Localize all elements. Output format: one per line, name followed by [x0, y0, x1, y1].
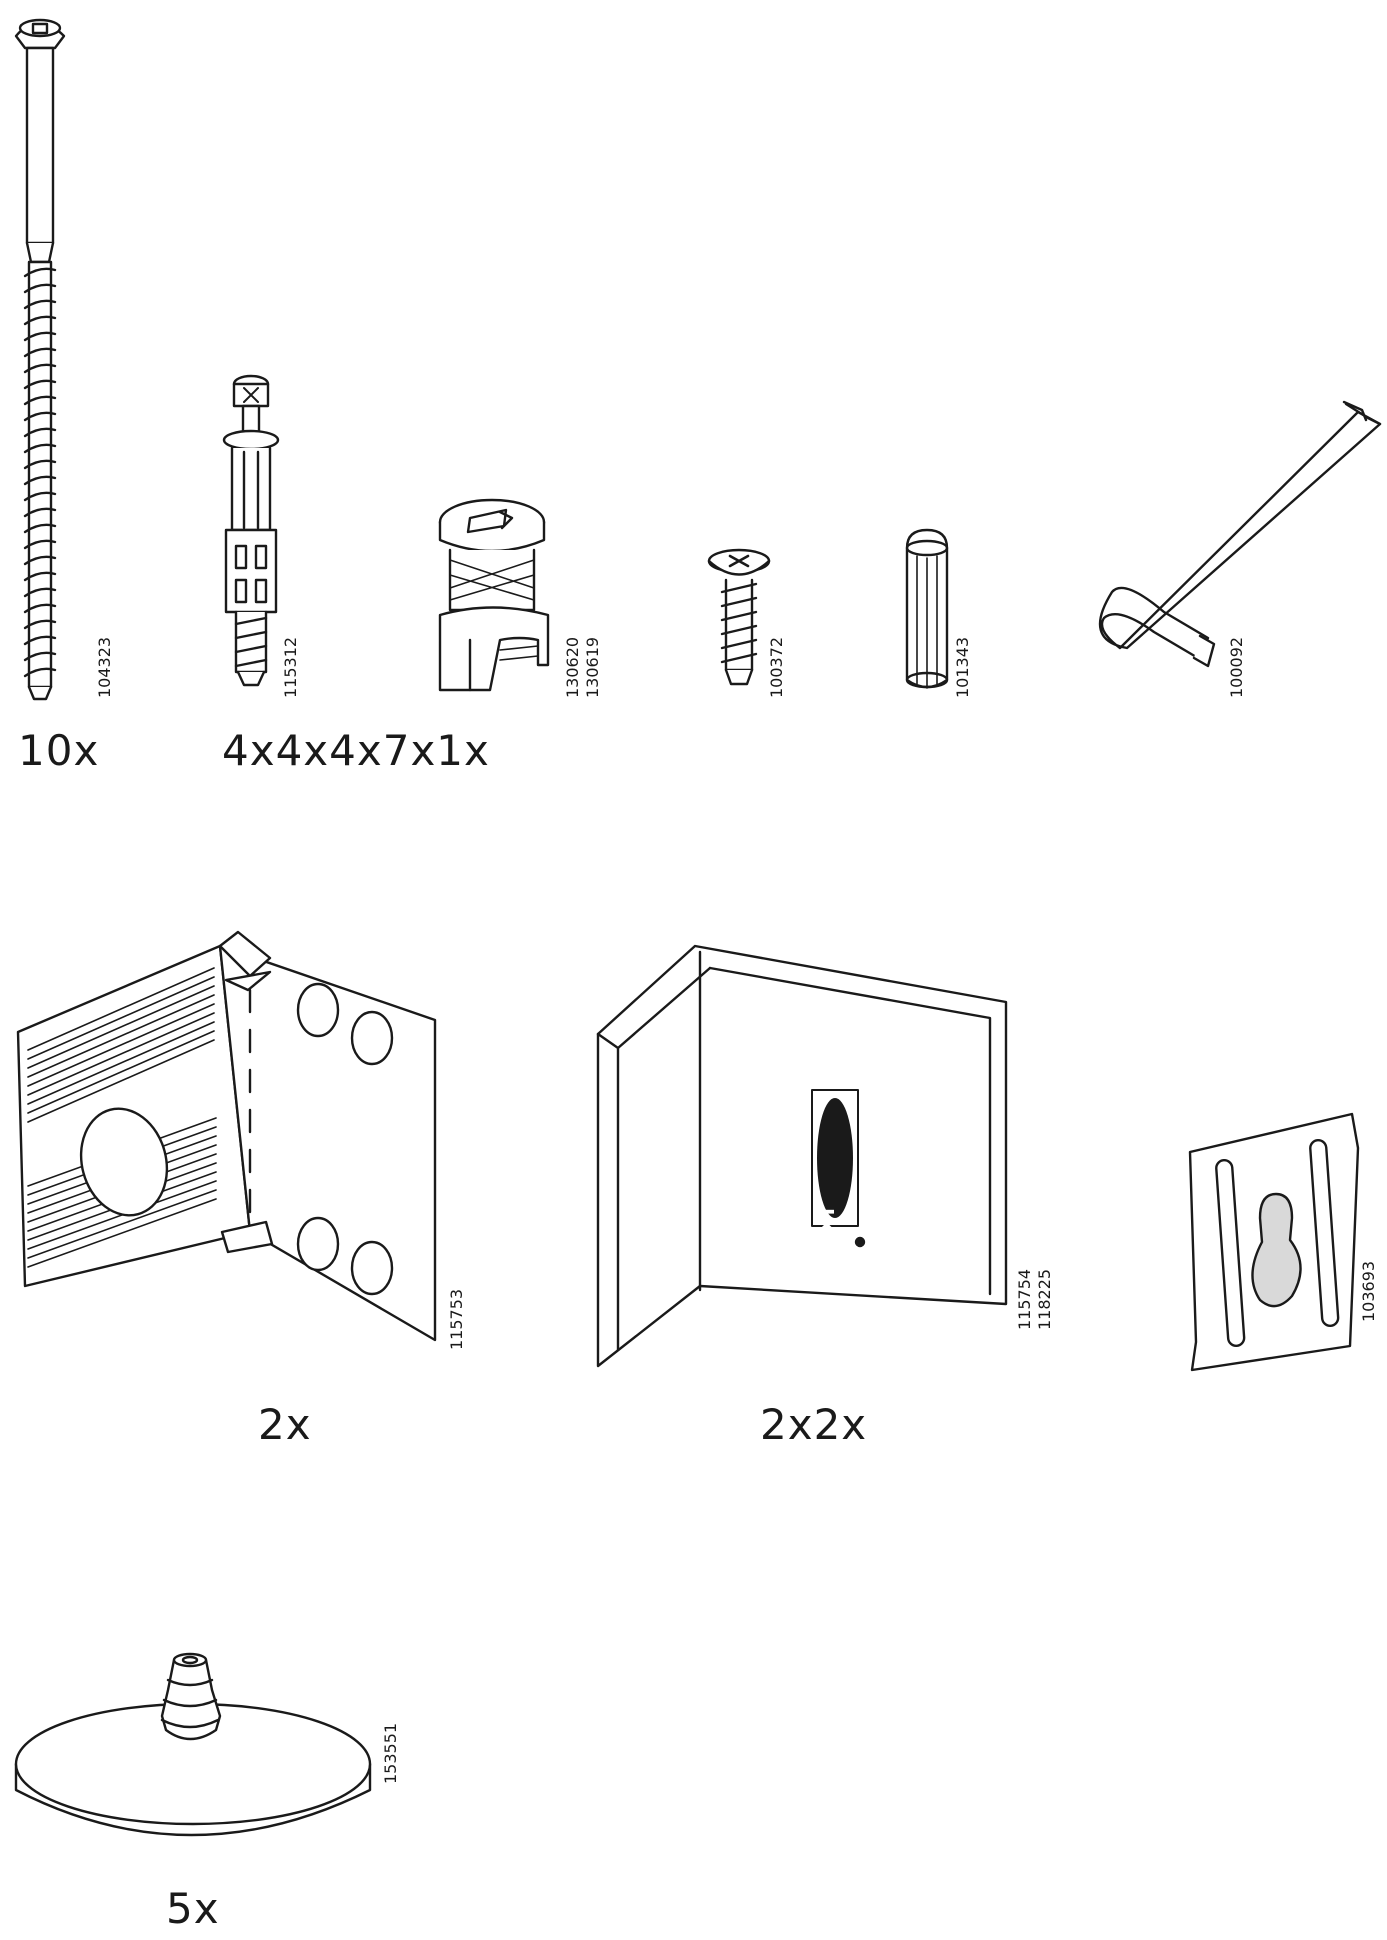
part-code-130619: 130619 — [583, 636, 602, 698]
small-screw-icon — [707, 548, 771, 686]
part-code-130620: 130620 — [563, 636, 582, 698]
corner-cover-icon — [596, 944, 1008, 1368]
quantity-angle-bracket: 2x — [258, 1400, 312, 1449]
quantity-corner-cover: 2x2x — [760, 1400, 868, 1449]
part-code-153551: 153551 — [381, 1722, 400, 1784]
part-code-100092: 100092 — [1227, 636, 1246, 698]
part-code-115754: 115754 — [1015, 1268, 1034, 1330]
hanging-plate-icon — [1188, 1112, 1360, 1372]
wood-dowel-icon — [905, 528, 949, 689]
part-code-103693: 103693 — [1359, 1260, 1378, 1322]
part-code-101343: 101343 — [953, 636, 972, 698]
long-screw-icon — [14, 18, 66, 701]
glide-foot-icon — [14, 1652, 372, 1837]
quantity-glide-foot: 5x — [166, 1884, 220, 1933]
cam-lock-icon — [438, 498, 550, 692]
ikea-logo: IKEA — [814, 1208, 838, 1273]
part-code-118225: 118225 — [1035, 1268, 1054, 1330]
part-code-115753: 115753 — [447, 1288, 466, 1350]
quantity-screw-long: 10x — [18, 726, 100, 775]
part-code-115312: 115312 — [281, 636, 300, 698]
part-code-100372: 100372 — [767, 636, 786, 698]
part-code-104323: 104323 — [95, 636, 114, 698]
angle-bracket-icon — [16, 930, 437, 1342]
cam-dowel-icon — [222, 374, 280, 687]
quantity-hardware-set: 4x4x4x7x1x — [222, 726, 490, 775]
hex-key-icon — [1098, 400, 1382, 668]
